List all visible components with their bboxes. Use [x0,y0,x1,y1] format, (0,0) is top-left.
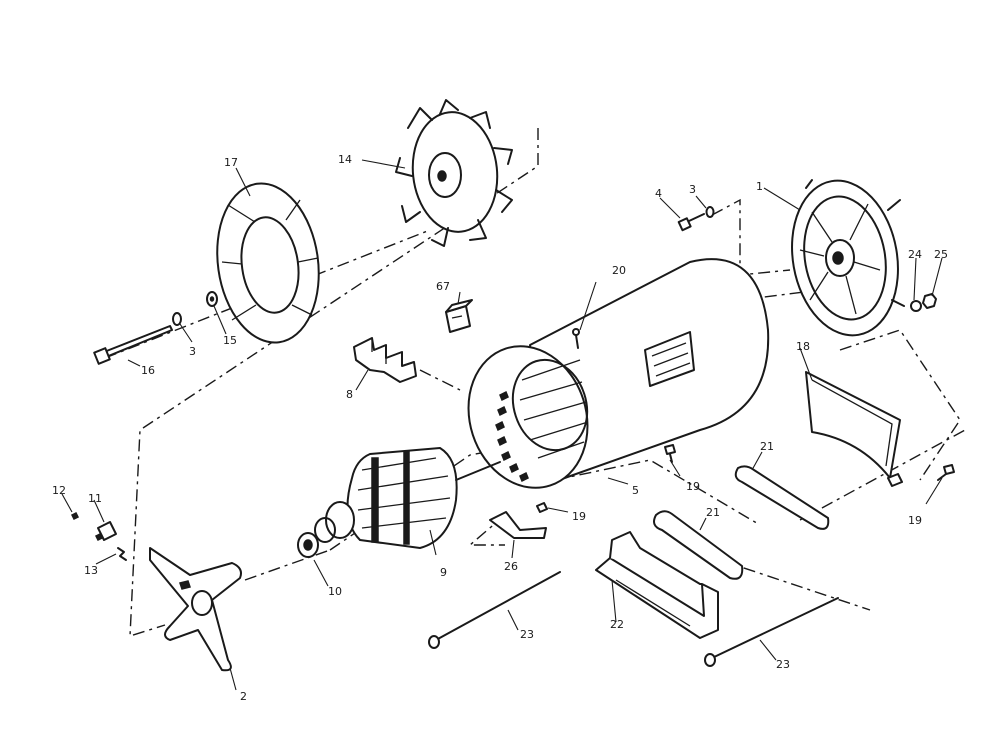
callout-19-lower: 19 [572,510,586,523]
callout-16: 16 [141,364,155,377]
fan-baffle-ring [216,182,320,344]
callout-24: 24 [908,248,922,261]
callout-5: 5 [632,484,639,497]
washer-24 [910,300,922,312]
spring-13 [117,547,127,561]
callout-19-housing: 19 [686,480,700,493]
screw-19-right [937,464,955,481]
end-bell [791,179,905,337]
callout-14: 14 [338,153,352,166]
screw-20 [572,328,580,349]
switch-11 [94,521,117,542]
callout-12: 12 [52,484,66,497]
nut-25 [922,293,937,309]
through-bolt-lower [704,597,839,667]
callout-23-upper: 23 [520,628,534,641]
mounting-plate [805,371,901,479]
screw-19-housing [664,444,676,463]
cap-screw-4 [677,213,705,232]
end-frame [149,547,242,672]
callout-3-right: 3 [689,183,696,196]
nameplate [644,331,695,387]
callout-21-upper: 21 [760,440,774,453]
callout-67: 67 [436,280,450,293]
rail-21-lower [653,510,744,580]
motor-housing [467,258,770,489]
callout-3-left: 3 [189,345,196,358]
callout-22: 22 [610,618,624,631]
washer-15 [206,291,218,307]
callout-25: 25 [934,248,948,261]
callout-21-lower: 21 [706,506,720,519]
assembly-center-lines [104,128,966,637]
callout-9: 9 [440,566,447,579]
callout-11: 11 [88,492,102,505]
screw-12 [70,511,80,521]
bracket-clip [353,337,417,383]
callout-1: 1 [756,180,763,193]
callout-23-lower: 23 [776,658,790,671]
cooling-fan [361,99,513,247]
washer-3 [172,312,182,326]
through-bolt-upper [428,571,561,649]
callout-26: 26 [504,560,518,573]
callout-15: 15 [223,334,237,347]
rail-21-upper [734,465,830,530]
callout-labels: 17 14 3 15 16 67 8 4 3 1 20 24 25 18 21 … [52,153,948,703]
washer-3-right [705,206,715,218]
clip-19 [887,473,903,487]
rotor-armature [314,447,501,549]
callout-4: 4 [655,187,662,200]
leader-lines [61,167,943,691]
callout-2: 2 [240,690,247,703]
callout-19-right: 19 [908,514,922,527]
terminal-block [445,299,473,333]
bearing [297,532,319,558]
callout-10: 10 [328,585,342,598]
base-bracket [595,531,719,639]
callout-17: 17 [224,156,238,169]
callout-20: 20 [612,264,626,277]
callout-18: 18 [796,340,810,353]
screw-19-lower [536,502,548,513]
callout-13: 13 [84,564,98,577]
clamp-26 [489,511,547,539]
long-bolt [93,325,173,365]
callout-8: 8 [346,388,353,401]
